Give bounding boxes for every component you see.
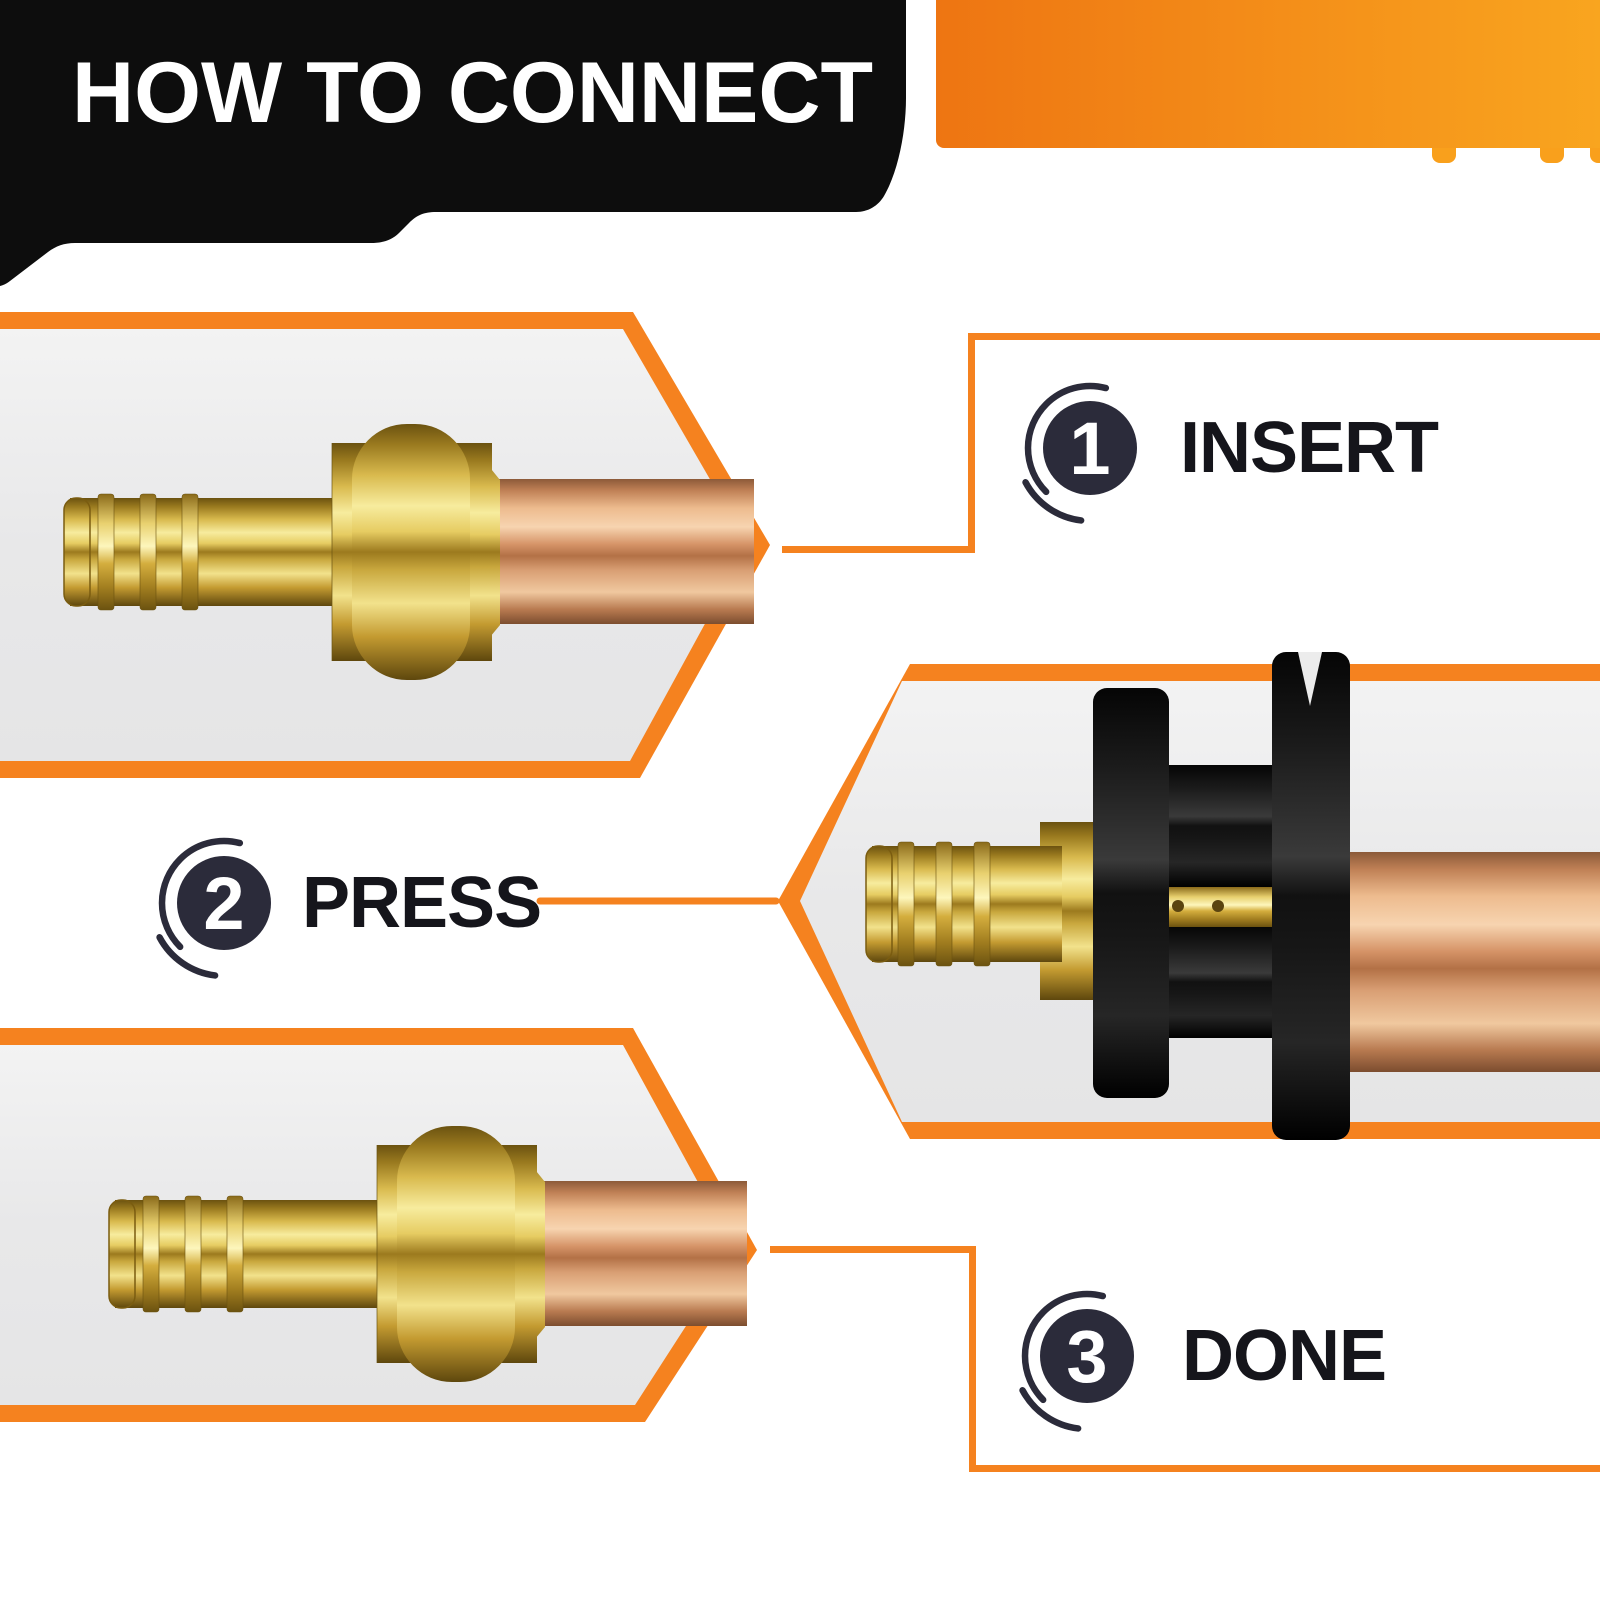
title-banner — [0, 0, 906, 286]
badge-circle — [1040, 1309, 1134, 1403]
done-label-frame — [770, 1246, 1600, 1472]
badge-arc — [1021, 1290, 1153, 1422]
insert-label-frame — [782, 333, 1600, 553]
badge-arc — [1024, 382, 1156, 514]
step2-badge: 2 — [147, 826, 301, 980]
photo-press-tool — [865, 652, 1600, 1140]
step3-number: 3 — [1066, 1315, 1107, 1398]
step3-badge: 3 — [1010, 1279, 1164, 1433]
step2-label: PRESS — [302, 863, 542, 943]
step1-number: 1 — [1069, 407, 1110, 490]
accent-bar-tab — [1432, 148, 1456, 163]
step2-number: 2 — [203, 862, 244, 945]
badge-arc — [147, 826, 301, 980]
accent-bar-tab — [1590, 148, 1600, 163]
step1-badge: 1 — [1013, 371, 1167, 525]
badge-circle — [1043, 401, 1137, 495]
step1-label: INSERT — [1180, 408, 1439, 488]
badge-arc — [1010, 1279, 1164, 1433]
step3-label: DONE — [1182, 1316, 1387, 1396]
panel-step1 — [0, 312, 770, 778]
panel-step3 — [0, 1028, 757, 1422]
accent-bar — [936, 0, 1600, 148]
banner-shape — [0, 0, 906, 286]
page-title: HOW TO CONNECT — [72, 45, 874, 141]
badge-arc — [1013, 371, 1167, 525]
badge-arc — [158, 837, 290, 969]
badge-circle — [177, 856, 271, 950]
photo-fitting-pipe-1 — [63, 424, 754, 680]
accent-bar-tab — [1540, 148, 1564, 163]
panel-step2 — [778, 652, 1600, 1140]
photo-fitting-pipe-3 — [108, 1126, 747, 1382]
